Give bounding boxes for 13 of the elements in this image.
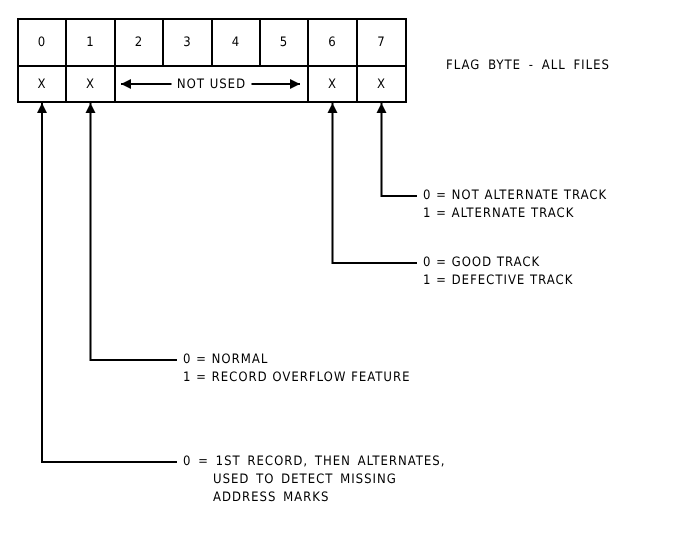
bit-description: 0 = GOOD TRACK 1 = DEFECTIVE TRACK xyxy=(423,254,673,290)
bit-description: 0 = 1ST RECORD, THEN ALTERNATES, USED TO DETECT MISSING ADDRESS MARKS xyxy=(183,453,455,507)
bit-description: 0 = NORMAL 1 = RECORD OVERFLOW FEATURE xyxy=(183,351,483,387)
bit-description: 0 = NOT ALTERNATE TRACK 1 = ALTERNATE TRACK xyxy=(423,187,673,223)
leader-arrow xyxy=(328,103,417,264)
leader-arrow xyxy=(86,103,177,361)
bit-number-cell: 0 xyxy=(17,18,67,67)
diagram-title: FLAG BYTE - ALL FILES xyxy=(446,58,610,73)
leader-arrow xyxy=(37,103,177,463)
bit-value-cell: X xyxy=(356,65,407,103)
leader-arrow xyxy=(376,103,417,197)
bit-value-cell: X xyxy=(17,65,67,103)
bit-number-cell: 7 xyxy=(356,18,407,67)
